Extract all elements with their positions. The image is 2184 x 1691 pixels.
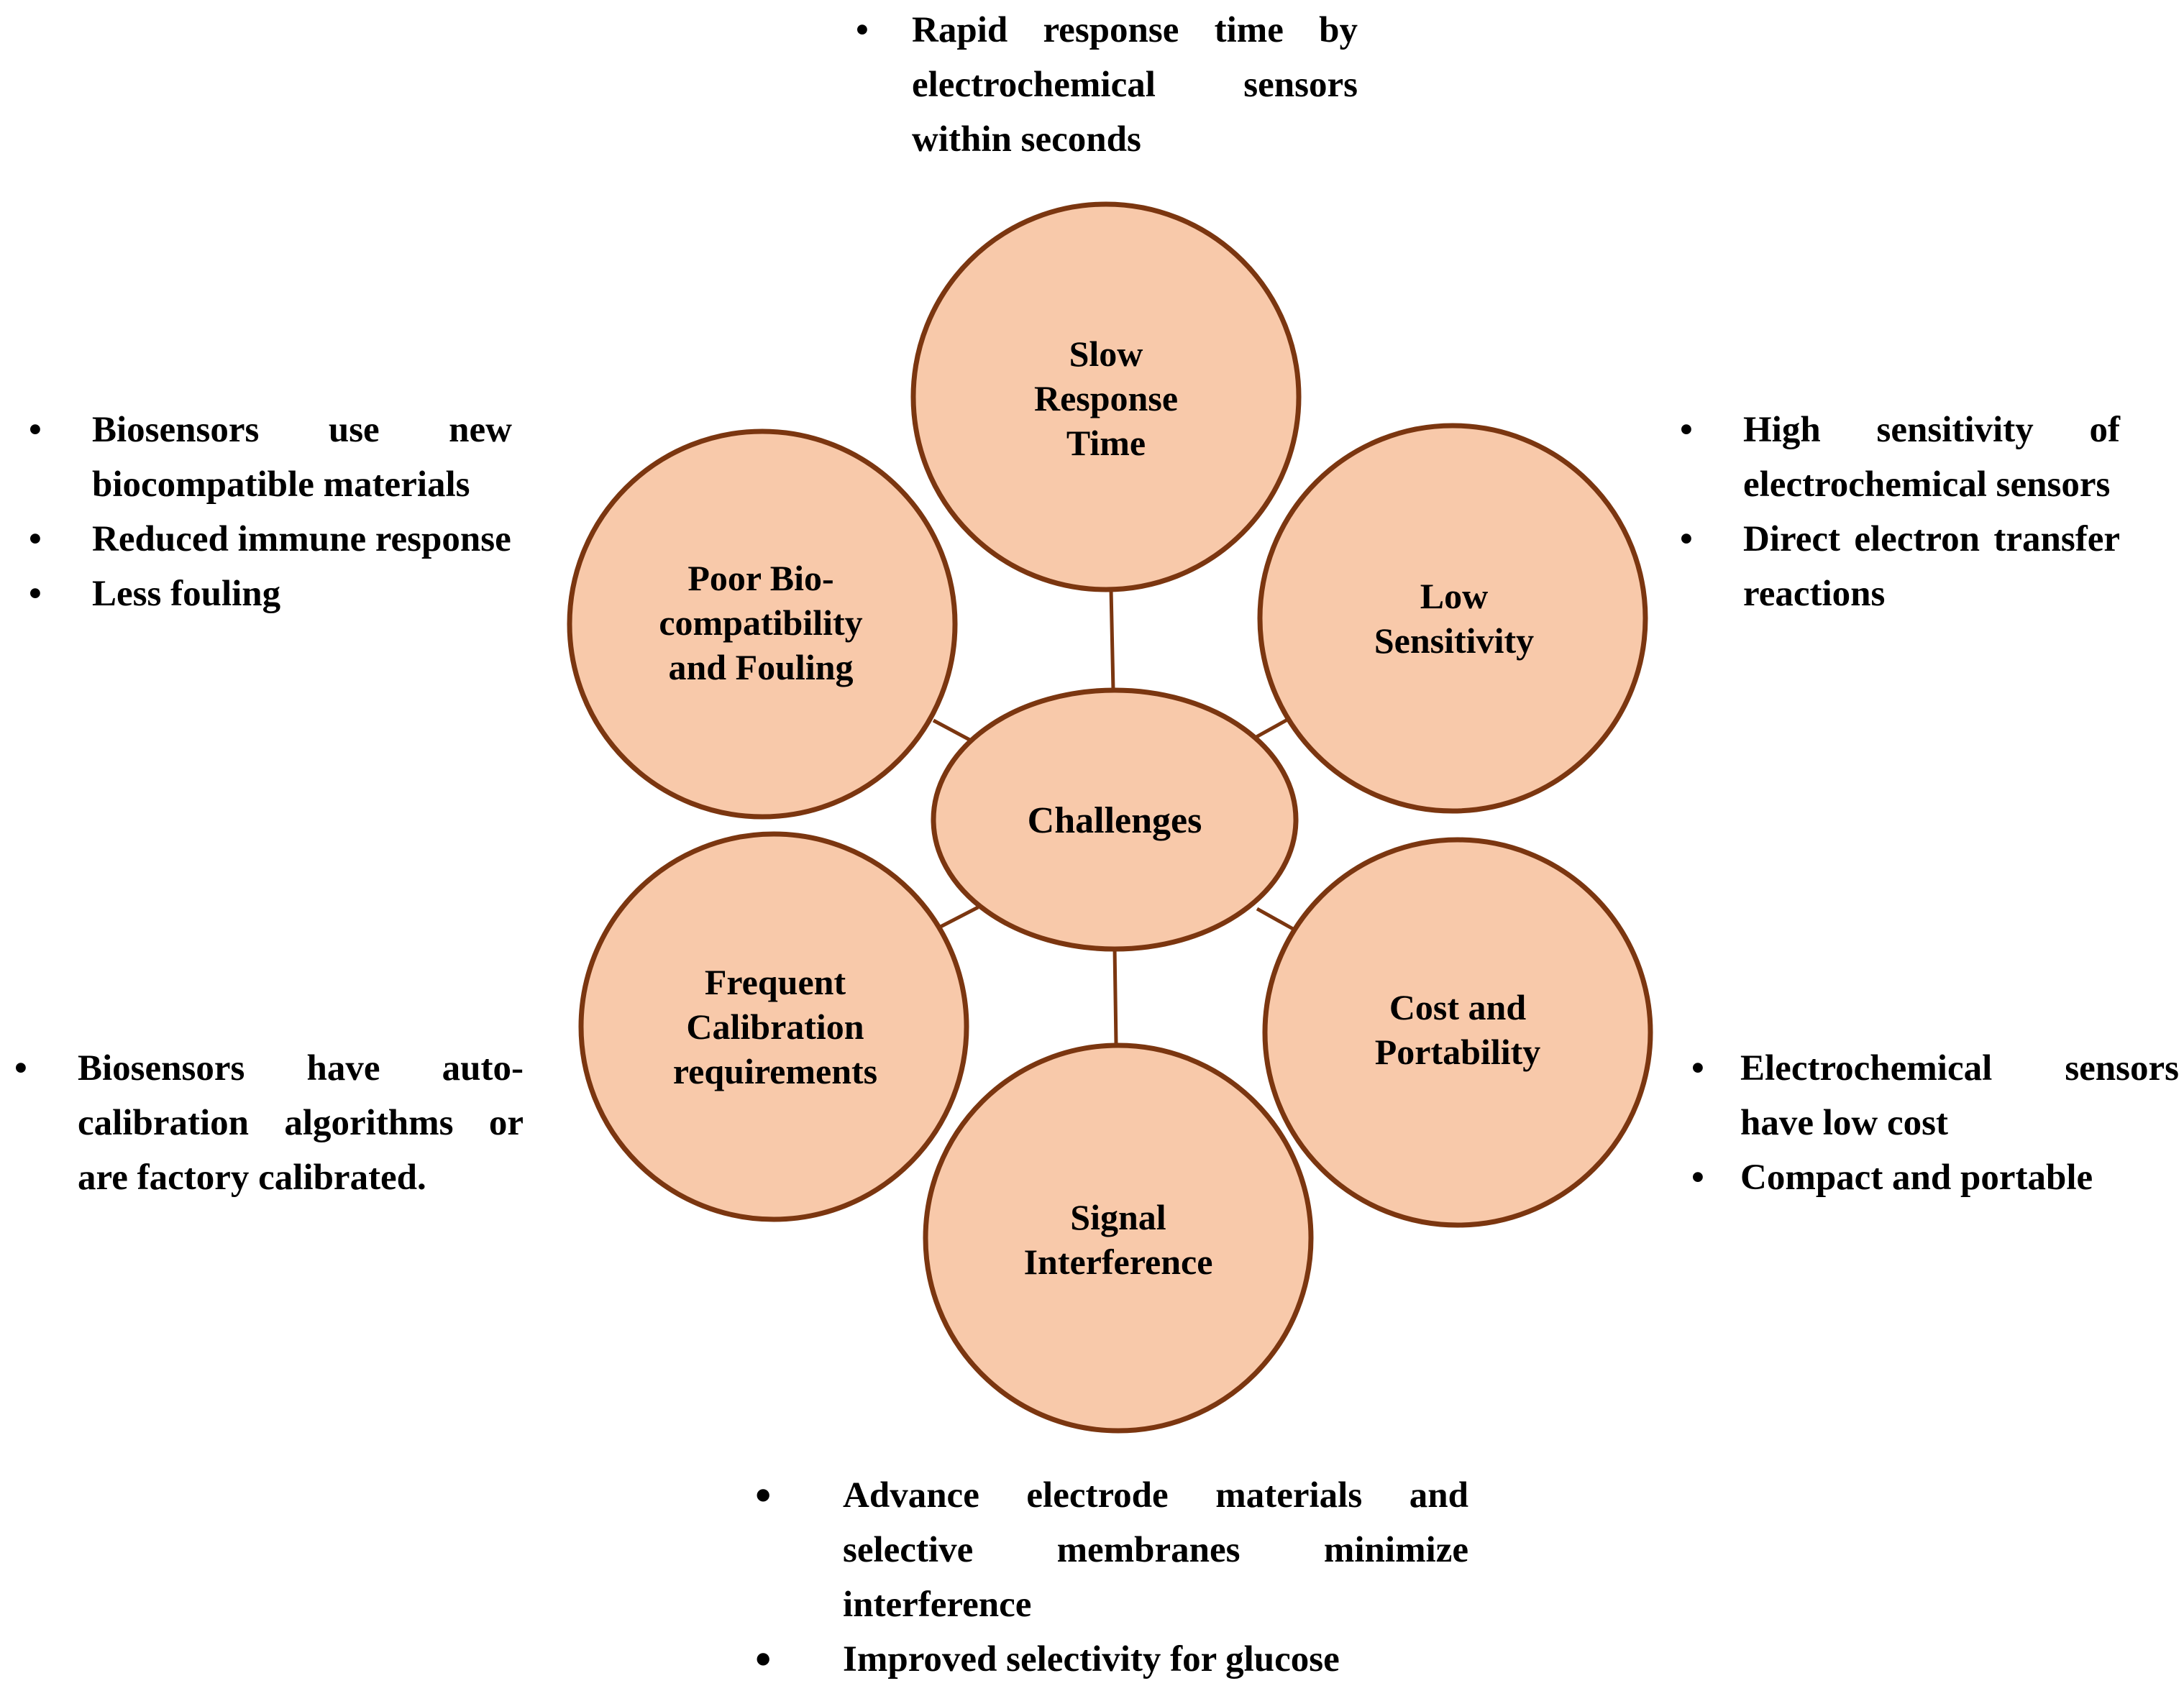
solution-list: Biosensors have auto-calibration algorit… bbox=[14, 1041, 524, 1205]
center-label: Challenges bbox=[1027, 800, 1202, 841]
challenge-label-cost-portability: Cost and Portability bbox=[1374, 987, 1541, 1072]
circle-slow-response bbox=[910, 201, 1302, 592]
solution-item: Compact and portable bbox=[1691, 1150, 2179, 1205]
solution-item: Biosensors have auto-calibration algorit… bbox=[14, 1041, 524, 1205]
solution-block-poor-biocompatibility: Biosensors use new biocompatible materia… bbox=[29, 403, 512, 621]
solution-item: Biosensors use new biocompatible materia… bbox=[29, 403, 512, 512]
connector-signal-interference bbox=[1112, 947, 1118, 1045]
center-ellipse bbox=[931, 687, 1299, 952]
solution-item: High sensitivity of electrochemical sens… bbox=[1680, 403, 2120, 512]
solution-item: Electrochemical sensors have low cost bbox=[1691, 1041, 2179, 1150]
solution-item: Reduced immune response bbox=[29, 512, 512, 567]
solution-block-signal-interference: Advance electrode materials and selectiv… bbox=[755, 1468, 1468, 1687]
solution-list: High sensitivity of electrochemical sens… bbox=[1680, 403, 2120, 621]
solution-list: Rapid response time by electrochemical s… bbox=[856, 3, 1358, 167]
solution-item: Less fouling bbox=[29, 567, 512, 621]
circle-low-sensitivity bbox=[1257, 423, 1648, 814]
solution-list: Biosensors use new biocompatible materia… bbox=[29, 403, 512, 621]
connector-cost-portability bbox=[1256, 907, 1294, 931]
solution-item: Advance electrode materials and selectiv… bbox=[755, 1468, 1468, 1632]
connector-slow-response bbox=[1109, 589, 1115, 691]
solution-item: Rapid response time by electrochemical s… bbox=[856, 3, 1358, 167]
solution-item: Improved selectivity for glucose bbox=[755, 1632, 1468, 1687]
solution-block-low-sensitivity: High sensitivity of electrochemical sens… bbox=[1680, 403, 2120, 621]
solution-list: Electrochemical sensors have low cost Co… bbox=[1691, 1041, 2179, 1205]
challenge-label-poor-biocompatibility: Poor Bio- compatibility and Fouling bbox=[659, 558, 863, 687]
challenge-label-low-sensitivity: Low Sensitivity bbox=[1374, 576, 1535, 661]
circle-signal-interference bbox=[923, 1042, 1314, 1434]
circle-cost-portability bbox=[1262, 837, 1653, 1228]
circle-frequent-calibration bbox=[578, 831, 969, 1222]
solution-item: Direct electron transfer reactions bbox=[1680, 512, 2120, 621]
challenge-label-signal-interference: Signal Interference bbox=[1023, 1197, 1213, 1282]
solution-block-frequent-calibration: Biosensors have auto-calibration algorit… bbox=[14, 1041, 524, 1205]
solution-block-slow-response: Rapid response time by electrochemical s… bbox=[856, 3, 1358, 167]
solution-block-cost-portability: Electrochemical sensors have low cost Co… bbox=[1691, 1041, 2179, 1205]
challenge-label-frequent-calibration: Frequent Calibration requirements bbox=[672, 962, 878, 1091]
connector-poor-biocompatibility bbox=[932, 718, 975, 744]
connector-frequent-calibration bbox=[935, 905, 979, 931]
solution-list: Advance electrode materials and selectiv… bbox=[755, 1468, 1468, 1687]
challenge-label-slow-response: Slow Response Time bbox=[1033, 334, 1179, 463]
circle-poor-biocompatibility bbox=[567, 429, 958, 820]
